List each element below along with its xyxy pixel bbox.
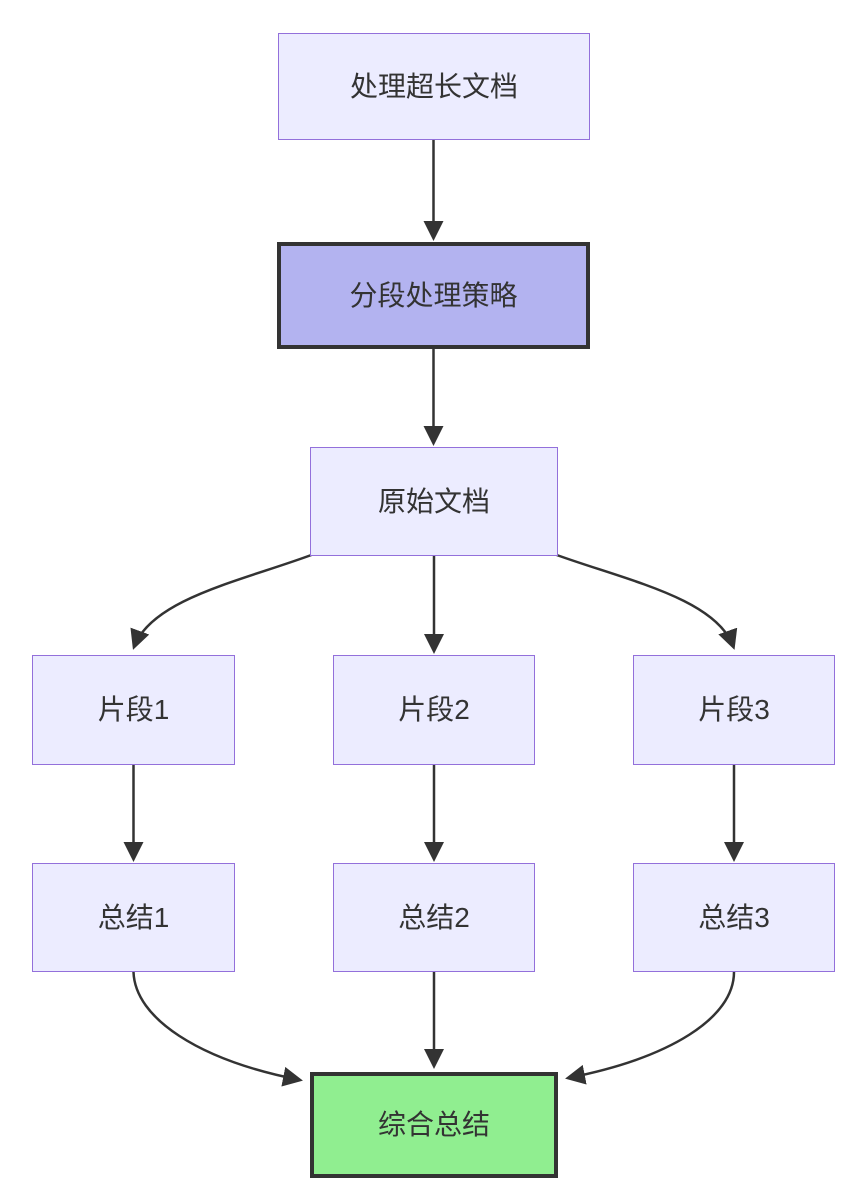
- node-summary-3: 总结3: [633, 863, 835, 972]
- node-summary-1: 总结1: [32, 863, 235, 972]
- edge-g-j: [132, 971, 303, 1087]
- node-fragment-2: 片段2: [333, 655, 535, 765]
- node-summary-2: 总结2: [333, 863, 535, 972]
- node-final-summary: 综合总结: [310, 1072, 558, 1178]
- edge-c-d: [130, 552, 315, 650]
- node-original-doc: 原始文档: [310, 447, 558, 556]
- node-segmentation-strategy: 分段处理策略: [277, 242, 590, 349]
- edge-c-f: [553, 552, 738, 650]
- edge-i-j: [565, 971, 736, 1085]
- node-fragment-1: 片段1: [32, 655, 235, 765]
- node-fragment-3: 片段3: [633, 655, 835, 765]
- node-process-long-doc: 处理超长文档: [278, 33, 590, 140]
